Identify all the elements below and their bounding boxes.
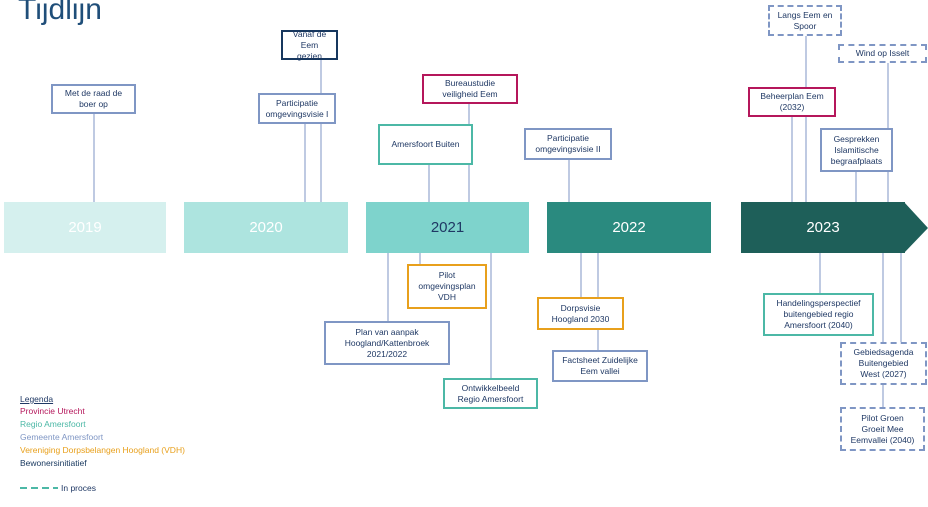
year-2019: 2019 <box>4 202 166 253</box>
legend-item: Bewonersinitiatief <box>20 458 87 468</box>
timeline-arrow-head <box>904 202 928 253</box>
box-handelingsperspectief: Handelingsperspectief buitengebied regio… <box>763 293 874 336</box>
box-plan-van-aanpak: Plan van aanpak Hoogland/Kattenbroek 202… <box>324 321 450 365</box>
box-langs-eem: Langs Eem en Spoor <box>768 5 842 36</box>
legend-item: Gemeente Amersfoort <box>20 432 104 442</box>
year-2021: 2021 <box>366 202 529 253</box>
box-gesprekken: Gesprekken Islamitische begraafplaats <box>820 128 893 172</box>
box-met-de-raad: Met de raad de boer op <box>51 84 136 114</box>
box-participatie-1: Participatie omgevingsvisie I <box>258 93 336 124</box>
box-bureaustudie: Bureaustudie veiligheid Eem <box>422 74 518 104</box>
legend-item: Vereniging Dorpsbelangen Hoogland (VDH) <box>20 445 185 455</box>
year-2022: 2022 <box>547 202 711 253</box>
box-beheerplan-eem: Beheerplan Eem (2032) <box>748 87 836 117</box>
in-process-dash-icon <box>20 487 58 489</box>
legend-item: Provincie Utrecht <box>20 406 85 416</box>
box-gebiedsagenda: Gebiedsagenda Buitengebied West (2027) <box>840 342 927 385</box>
box-amersfoort-buiten: Amersfoort Buiten <box>378 124 473 165</box>
legend-in-process: In proces <box>61 483 96 493</box>
legend-item: Regio Amersfoort <box>20 419 86 429</box>
box-vanaf-de-eem: Vanaf de Eem gezien <box>281 29 338 61</box>
box-pilot-omgevingsplan: Pilot omgevingsplan VDH <box>407 264 487 309</box>
legend-heading: Legenda <box>20 394 54 404</box>
box-pilot-groen: Pilot Groen Groeit Mee Eemvallei (2040) <box>840 407 925 451</box>
year-2020: 2020 <box>184 202 348 253</box>
box-dorpsvisie: Dorpsvisie Hoogland 2030 <box>537 297 624 330</box>
year-2023: 2023 <box>741 202 905 253</box>
page-title: Tijdlijn <box>18 0 102 26</box>
box-wind-op-isselt: Wind op Isselt <box>838 44 927 63</box>
box-ontwikkelbeeld: Ontwikkelbeeld Regio Amersfoort <box>443 378 538 409</box>
box-factsheet: Factsheet Zuidelijke Eem vallei <box>552 350 648 382</box>
box-participatie-2: Participatie omgevingsvisie II <box>524 128 612 160</box>
